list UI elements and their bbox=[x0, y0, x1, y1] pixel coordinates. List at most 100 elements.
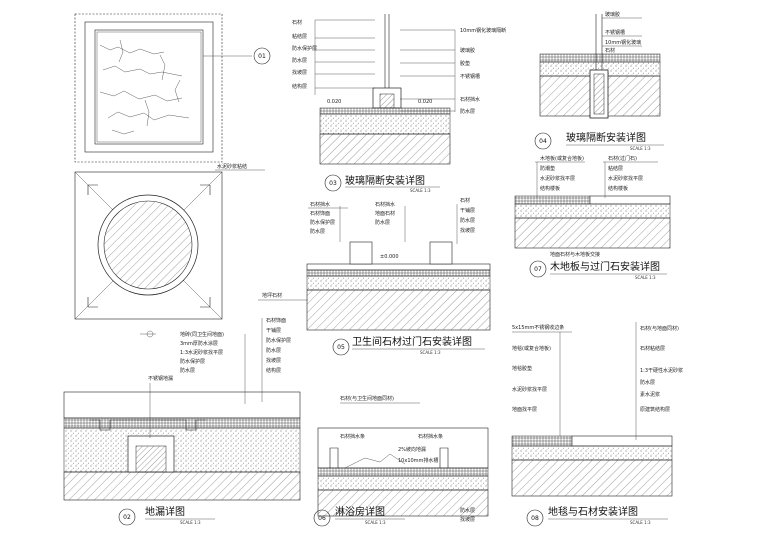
d05-left-label-0: 石材挡水 bbox=[310, 201, 330, 208]
d02-left-label-0: 地砖(同卫生间地面) bbox=[180, 331, 224, 338]
d03-right-label-1: 玻璃胶 bbox=[460, 47, 475, 54]
detail-01-badge bbox=[253, 47, 271, 65]
d07-left-label-3: 结构楼板 bbox=[540, 185, 560, 192]
d02-right-label-4: 找坡层 bbox=[266, 357, 281, 364]
detail-03-right-labels: 10mm钢化玻璃隔断 玻璃胶 胶垫 不锈钢槽 石材挡水 防水层 bbox=[400, 27, 506, 115]
d04-top-label-2: 10mm钢化玻璃 bbox=[605, 39, 641, 46]
detail-08-right-labels: 石材(与地面同材) 石材粘结层 1:3干硬性水泥砂浆 防水层 素水泥浆 原建筑结… bbox=[635, 322, 683, 440]
d05-center-label-1: 地面石材 bbox=[375, 210, 395, 217]
d07-left-label-2: 水泥砂浆找平层 bbox=[540, 175, 575, 182]
d07-bottom-label: 地面石材与木地板交接 bbox=[550, 251, 600, 258]
d07-left-label-1: 防潮垫 bbox=[540, 165, 555, 172]
detail-05-left-labels: 石材挡水 石材饰面 防水保护层 防水层 bbox=[308, 201, 348, 242]
d02-right-label-5: 结构层 bbox=[266, 367, 281, 374]
detail-03: 石材 粘结层 防水保护层 防水层 找坡层 结构层 10mm钢化玻璃隔断 玻璃胶 … bbox=[292, 14, 506, 193]
d03-left-label-2: 防水保护层 bbox=[292, 45, 317, 52]
marble-veins bbox=[99, 39, 190, 135]
d03-left-label-1: 粘结层 bbox=[292, 33, 307, 40]
detail-01-number: 01 bbox=[258, 53, 266, 60]
d05-center-label-2: 防水层 bbox=[375, 219, 390, 226]
d06-right-label-1: 找坡层 bbox=[460, 516, 475, 523]
d03-right-label-2: 胶垫 bbox=[460, 60, 470, 67]
d03-right-label-4: 石材挡水 bbox=[460, 96, 480, 103]
d05-right-label-0: 石材 bbox=[460, 197, 470, 204]
detail-06-number: 06 bbox=[318, 515, 326, 522]
d08-right-label-4: 素水泥浆 bbox=[640, 391, 660, 398]
d02-right-label-1: 干铺层 bbox=[266, 327, 281, 334]
d06-label-0: 石材挡水条 bbox=[340, 433, 365, 440]
d04-top-label-0: 玻璃胶 bbox=[605, 11, 620, 18]
detail-01-plan: 01 水泥砂浆粘结 bbox=[74, 13, 271, 171]
detail-08: 5x15mm不锈钢收边条 地毯(或复合地板) 地毯胶垫 水泥砂浆找平层 地面找平… bbox=[511, 322, 683, 527]
d08-left-extra: 地面找平层 bbox=[512, 406, 537, 413]
d07-right-label-0: 石材(过门石) bbox=[608, 155, 637, 162]
d05-level: ±0.000 bbox=[380, 254, 399, 260]
d03-left-label-3: 防水层 bbox=[292, 57, 307, 64]
detail-07: 木地板(或复合地板) 防潮垫 水泥砂浆找平层 结构楼板 石材(过门石) 粘结层 … bbox=[514, 155, 671, 280]
detail-05-badge bbox=[332, 338, 350, 356]
d05-right-label-1: 干铺层 bbox=[460, 207, 475, 214]
d08-left-label-3: 水泥砂浆找平层 bbox=[512, 386, 547, 393]
detail-08-badge bbox=[526, 509, 544, 527]
d02-left-label-1: 3mm厚防水涂层 bbox=[180, 340, 218, 347]
detail-05-scale: SCALE 1:3 bbox=[420, 350, 441, 355]
detail-05-right-labels: 石材 干铺层 防水层 找坡层 bbox=[456, 197, 475, 244]
d02-right-label-3: 防水层 bbox=[266, 347, 281, 354]
d03-right-label-5: 防水层 bbox=[460, 108, 475, 115]
d03-right-label-3: 不锈钢槽 bbox=[460, 73, 480, 80]
d02-left-label-2: 1:3水泥砂浆找平层 bbox=[180, 349, 223, 356]
d08-right-label-0: 石材(与地面同材) bbox=[640, 325, 679, 332]
detail-08-scale: SCALE 1:3 bbox=[630, 520, 651, 525]
d08-left-label-0: 5x15mm不锈钢收边条 bbox=[512, 324, 564, 331]
detail-02-scale: SCALE 1:3 bbox=[180, 520, 201, 525]
d05-left-label-2: 防水保护层 bbox=[310, 219, 335, 226]
detail-06-title: 淋浴房详图 bbox=[335, 505, 385, 518]
d03-left-label-5: 结构层 bbox=[292, 83, 307, 90]
d03-right-label-0: 10mm钢化玻璃隔断 bbox=[460, 27, 506, 34]
d08-right-label-3: 防水层 bbox=[640, 379, 655, 386]
detail-04-number: 04 bbox=[539, 138, 547, 145]
d04-top-label-1: 不锈钢槽 bbox=[605, 29, 625, 36]
d03-left-label-4: 找坡层 bbox=[292, 69, 307, 76]
detail-08-title: 地毯与石材安装详图 bbox=[548, 505, 638, 518]
detail-07-scale: SCALE 1:3 bbox=[635, 275, 656, 280]
d02-left-label-4: 防水层 bbox=[180, 367, 195, 374]
d02-right-label-2: 防水保护层 bbox=[266, 337, 291, 344]
detail-06-badge bbox=[313, 509, 331, 527]
detail-03-scale: SCALE 1:3 bbox=[410, 188, 431, 193]
d08-right-label-2: 1:3干硬性水泥砂浆 bbox=[640, 367, 683, 374]
d08-right-label-5: 原建筑结构层 bbox=[640, 406, 670, 413]
detail-04: 玻璃胶 不锈钢槽 10mm钢化玻璃 石材 04 玻璃隔断安装详图 SCALE 1… bbox=[534, 11, 664, 151]
d08-right-label-1: 石材粘结层 bbox=[640, 345, 665, 352]
d08-left-label-2: 地毯胶垫 bbox=[512, 365, 532, 372]
floor-drain-plan bbox=[74, 171, 223, 338]
detail-03-number: 03 bbox=[329, 180, 337, 187]
d02-left-label-extra: 不锈钢地漏 bbox=[148, 375, 173, 382]
d03-dim-1: 0.020 bbox=[418, 99, 432, 105]
d03-dim-0: 0.020 bbox=[327, 99, 341, 105]
d05-right-label-2: 防水层 bbox=[460, 217, 475, 224]
detail-05: ±0.000 石材挡水 石材饰面 防水保护层 防水层 石材挡水 地面石材 防水层… bbox=[258, 197, 491, 356]
d02-left-label-3: 防水保护层 bbox=[180, 358, 205, 365]
detail-06-scale: SCALE 1:3 bbox=[365, 520, 386, 525]
detail-08-number: 08 bbox=[531, 515, 539, 522]
detail-03-left-labels: 石材 粘结层 防水保护层 防水层 找坡层 结构层 bbox=[292, 19, 375, 95]
d08-left-label-1: 地毯(或复合地板) bbox=[512, 345, 551, 352]
d07-right-label-1: 粘结层 bbox=[608, 165, 623, 172]
detail-02-title: 地漏详图 bbox=[145, 505, 185, 518]
d05-center-label-0: 石材挡水 bbox=[375, 201, 395, 208]
detail-01-note: 水泥砂浆粘结 bbox=[217, 163, 247, 170]
detail-05-center-labels: 石材挡水 地面石材 防水层 bbox=[375, 201, 406, 242]
d05-left-label-1: 石材饰面 bbox=[310, 210, 330, 217]
d03-left-label-0: 石材 bbox=[292, 19, 302, 26]
detail-04-title: 玻璃隔断安装详图 bbox=[566, 131, 646, 144]
detail-07-badge bbox=[529, 260, 547, 278]
detail-05-title: 卫生间石材过门石安装详图 bbox=[352, 335, 472, 348]
detail-05-number: 05 bbox=[337, 344, 345, 351]
d06-label-3: 10x10mm排水槽 bbox=[398, 457, 438, 464]
d04-mid-label: 石材 bbox=[605, 47, 615, 54]
detail-02-badge bbox=[118, 508, 136, 526]
d05-left-label-3: 防水层 bbox=[310, 228, 325, 235]
d07-left-label-0: 木地板(或复合地板) bbox=[540, 155, 584, 162]
